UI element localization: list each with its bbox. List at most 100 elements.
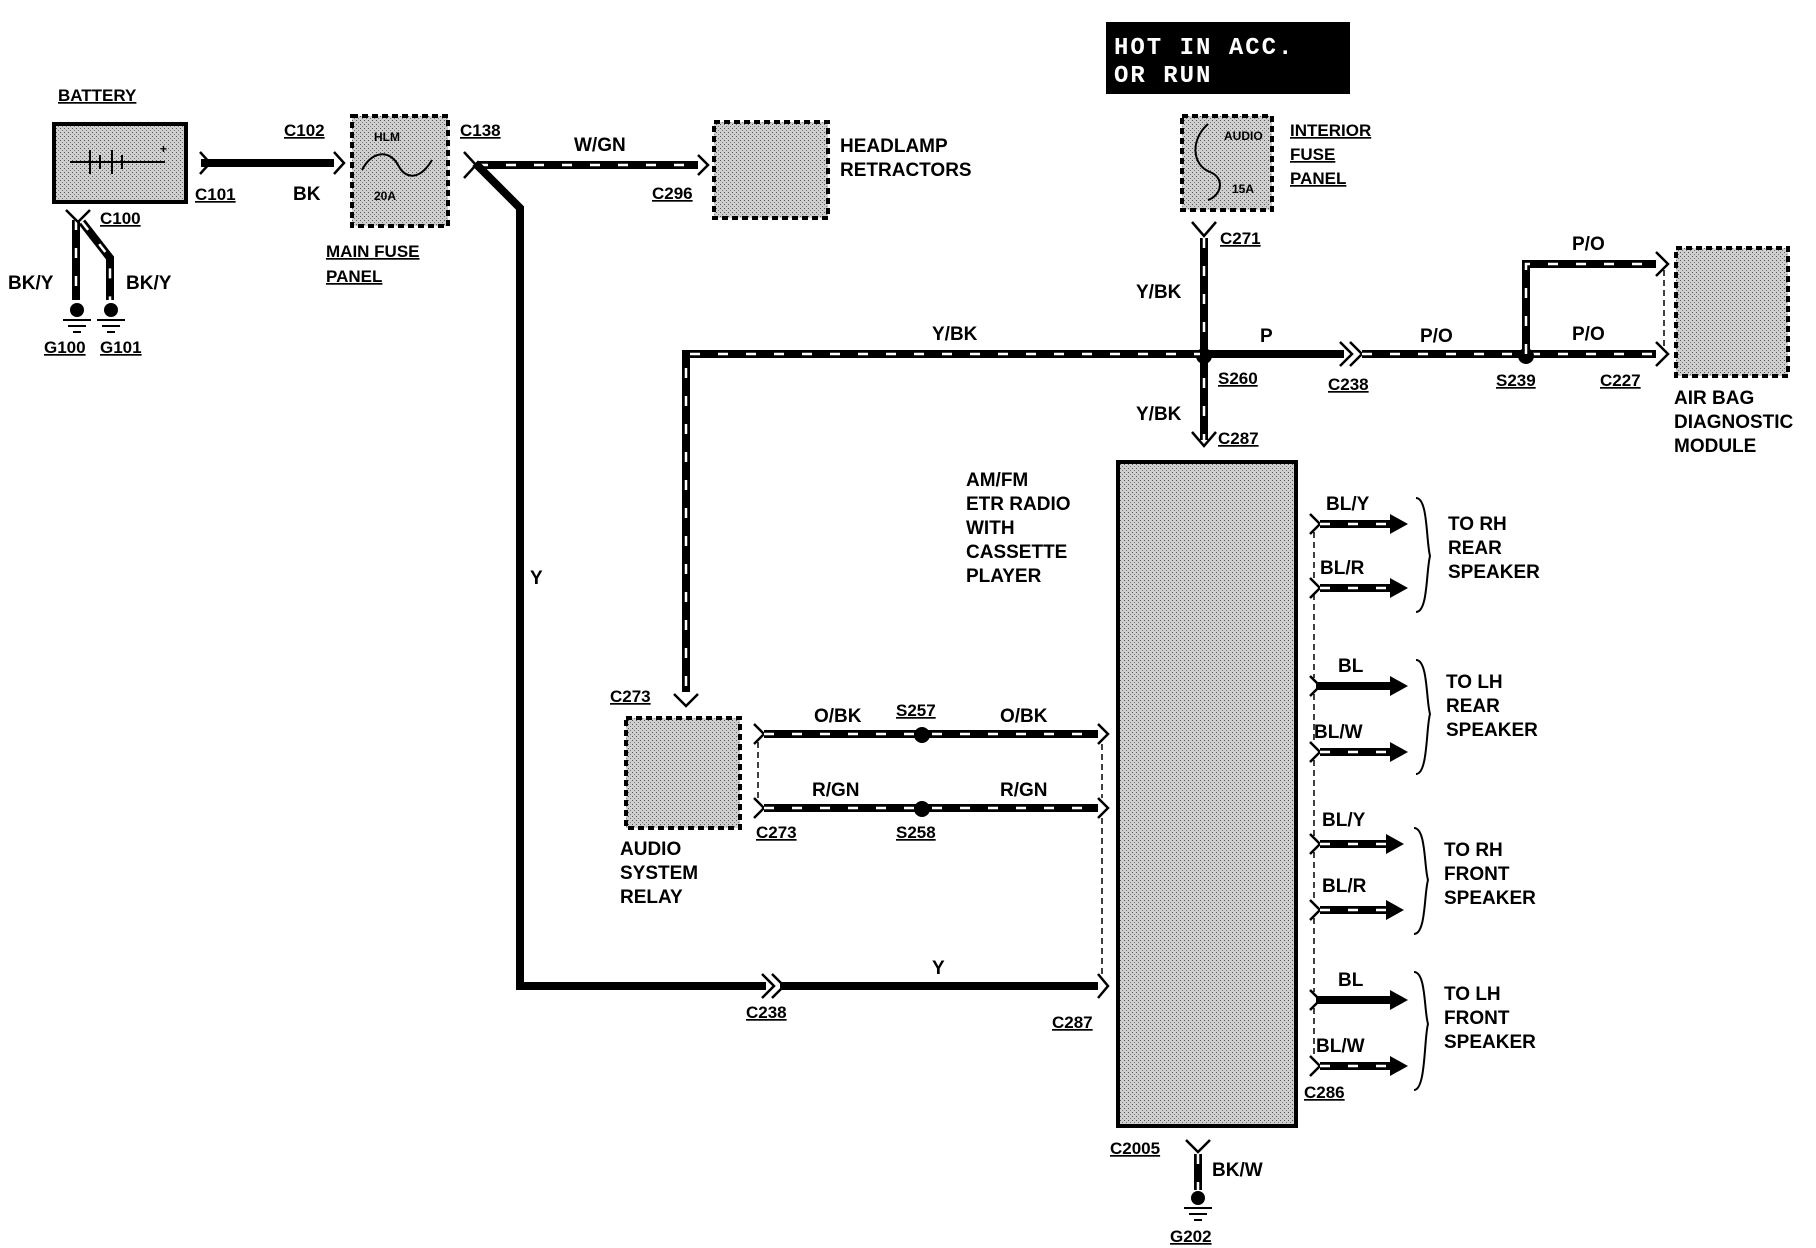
- am-fm-radio: [1116, 460, 1298, 1128]
- wire-label-rh-front-b: BL/R: [1322, 876, 1367, 897]
- connector-c287-bottom-glyph: [1097, 973, 1110, 999]
- connector-c271-glyph: [1191, 221, 1217, 238]
- headlamp-retractors-label-1: HEADLAMP: [840, 136, 948, 157]
- splice-s258: [914, 801, 930, 817]
- connector-c102: C102: [284, 121, 325, 140]
- wire-label-lh-rear-b: BL/W: [1314, 722, 1363, 743]
- radio-label-2: ETR RADIO: [966, 494, 1071, 515]
- headlamp-retractors-label-2: RETRACTORS: [840, 160, 972, 181]
- dest-rh-front-3: SPEAKER: [1444, 888, 1536, 909]
- connector-c227-glyph: [1655, 341, 1670, 367]
- connector-c238-top: C238: [1328, 375, 1369, 394]
- connector-c287-top: C287: [1218, 429, 1259, 448]
- interior-fuse-panel-label-1: INTERIOR: [1290, 121, 1371, 140]
- ground-symbol-g101: [97, 303, 125, 333]
- interior-fuse-panel: AUDIO 15A: [1180, 114, 1274, 212]
- ground-g101: G101: [100, 338, 142, 357]
- connector-c238-bottom: C238: [746, 1003, 787, 1022]
- wire-label-rh-front-a: BL/Y: [1322, 810, 1366, 831]
- connector-c287-top-glyph: [1191, 431, 1217, 448]
- dest-rh-rear-1: TO RH: [1448, 514, 1507, 535]
- banner-line-1: HOT IN ACC.: [1114, 35, 1294, 62]
- wire-label-p-o-1: P/O: [1420, 326, 1453, 347]
- hot-in-acc-banner: HOT IN ACC. OR RUN: [1106, 22, 1350, 94]
- dest-lh-rear-3: SPEAKER: [1446, 720, 1538, 741]
- wire-label-bk-y-right: BK/Y: [126, 273, 172, 294]
- connector-c287-bottom: C287: [1052, 1013, 1093, 1032]
- connector-c286: C286: [1304, 1083, 1345, 1102]
- battery: BATTERY +: [52, 86, 188, 204]
- wire-label-y-bk-lower: Y/BK: [1136, 404, 1182, 425]
- speaker-output-lh-rear: BL BL/W TO LH REAR SPEAKER: [1309, 594, 1538, 775]
- connector-c100-glyph: [65, 209, 91, 224]
- radio-label-3: WITH: [966, 518, 1015, 539]
- wire-y: [472, 160, 766, 990]
- connector-c100: C100: [100, 209, 141, 228]
- main-fuse-panel: HLM 20A: [350, 114, 450, 228]
- dest-rh-front-2: FRONT: [1444, 864, 1510, 885]
- interior-fuse-panel-label-2: FUSE: [1290, 145, 1335, 164]
- dest-lh-front-1: TO LH: [1444, 984, 1501, 1005]
- wire-label-lh-front-a: BL: [1338, 970, 1364, 991]
- svg-text:HLM: HLM: [374, 130, 400, 144]
- wire-label-y-bk-main: Y/BK: [932, 324, 978, 345]
- wire-label-o-bk-2: O/BK: [1000, 706, 1048, 727]
- air-bag-label-2: DIAGNOSTIC: [1674, 412, 1794, 433]
- wire-label-p-o-3: P/O: [1572, 324, 1605, 345]
- air-bag-label-1: AIR BAG: [1674, 388, 1754, 409]
- main-fuse-panel-label-2: PANEL: [326, 267, 382, 286]
- wire-label-y-bk-top: Y/BK: [1136, 282, 1182, 303]
- air-bag-diagnostic-module: [1674, 246, 1790, 378]
- dest-lh-rear-2: REAR: [1446, 696, 1500, 717]
- wire-label-r-gn-1: R/GN: [812, 780, 860, 801]
- ground-g100: G100: [44, 338, 86, 357]
- speaker-output-rh-rear: BL/Y BL/R TO RH REAR SPEAKER: [1309, 494, 1540, 613]
- svg-text:+: +: [160, 142, 167, 156]
- splice-s239-label: S239: [1496, 371, 1536, 390]
- svg-text:AUDIO: AUDIO: [1224, 129, 1263, 143]
- audio-relay-label-2: SYSTEM: [620, 863, 698, 884]
- splice-s257-label: S257: [896, 701, 936, 720]
- audio-relay-label-3: RELAY: [620, 887, 683, 908]
- wire-label-lh-front-b: BL/W: [1316, 1036, 1365, 1057]
- headlamp-retractors: [712, 120, 830, 220]
- interior-fuse-panel-label-3: PANEL: [1290, 169, 1346, 188]
- wire-label-lh-rear-a: BL: [1338, 656, 1364, 677]
- wire-label-p-o-2: P/O: [1572, 234, 1605, 255]
- dest-lh-front-2: FRONT: [1444, 1008, 1510, 1029]
- radio-label-4: CASSETTE: [966, 542, 1067, 563]
- wire-label-y-bottom: Y: [932, 958, 945, 979]
- speaker-output-lh-front: BL BL/W TO LH FRONT SPEAKER: [1309, 918, 1536, 1091]
- dest-rh-rear-3: SPEAKER: [1448, 562, 1540, 583]
- air-bag-label-3: MODULE: [1674, 436, 1756, 457]
- svg-text:15A: 15A: [1232, 182, 1254, 196]
- wire-label-bk-w: BK/W: [1212, 1160, 1263, 1181]
- connector-c273-bottom: C273: [756, 823, 797, 842]
- wire-label-bk: BK: [293, 184, 321, 205]
- wire-label-bk-y-left: BK/Y: [8, 273, 54, 294]
- connector-c296: C296: [652, 184, 693, 203]
- svg-text:20A: 20A: [374, 189, 396, 203]
- connector-c138: C138: [460, 121, 501, 140]
- connector-c101: C101: [195, 185, 236, 204]
- connector-c273-top: C273: [610, 687, 651, 706]
- radio-label-5: PLAYER: [966, 566, 1042, 587]
- connector-c2005-glyph: [1185, 1139, 1211, 1154]
- ground-symbol-g202: [1184, 1191, 1212, 1221]
- connector-c102-glyph: [333, 151, 346, 175]
- audio-relay-label-1: AUDIO: [620, 839, 681, 860]
- dest-rh-rear-2: REAR: [1448, 538, 1502, 559]
- connector-c227: C227: [1600, 371, 1641, 390]
- wire-label-r-gn-2: R/GN: [1000, 780, 1048, 801]
- splice-s258-label: S258: [896, 823, 936, 842]
- wire-label-o-bk-1: O/BK: [814, 706, 862, 727]
- connector-c296-glyph: [697, 154, 710, 176]
- ground-g202: G202: [1170, 1227, 1212, 1246]
- radio-label-1: AM/FM: [966, 470, 1028, 491]
- dest-rh-front-1: TO RH: [1444, 840, 1503, 861]
- speaker-output-rh-front: BL/Y BL/R TO RH FRONT SPEAKER: [1309, 760, 1536, 935]
- wire-bk-y-right: [78, 219, 114, 300]
- ground-symbol-g100: [63, 303, 91, 333]
- wire-label-rh-rear-a: BL/Y: [1326, 494, 1370, 515]
